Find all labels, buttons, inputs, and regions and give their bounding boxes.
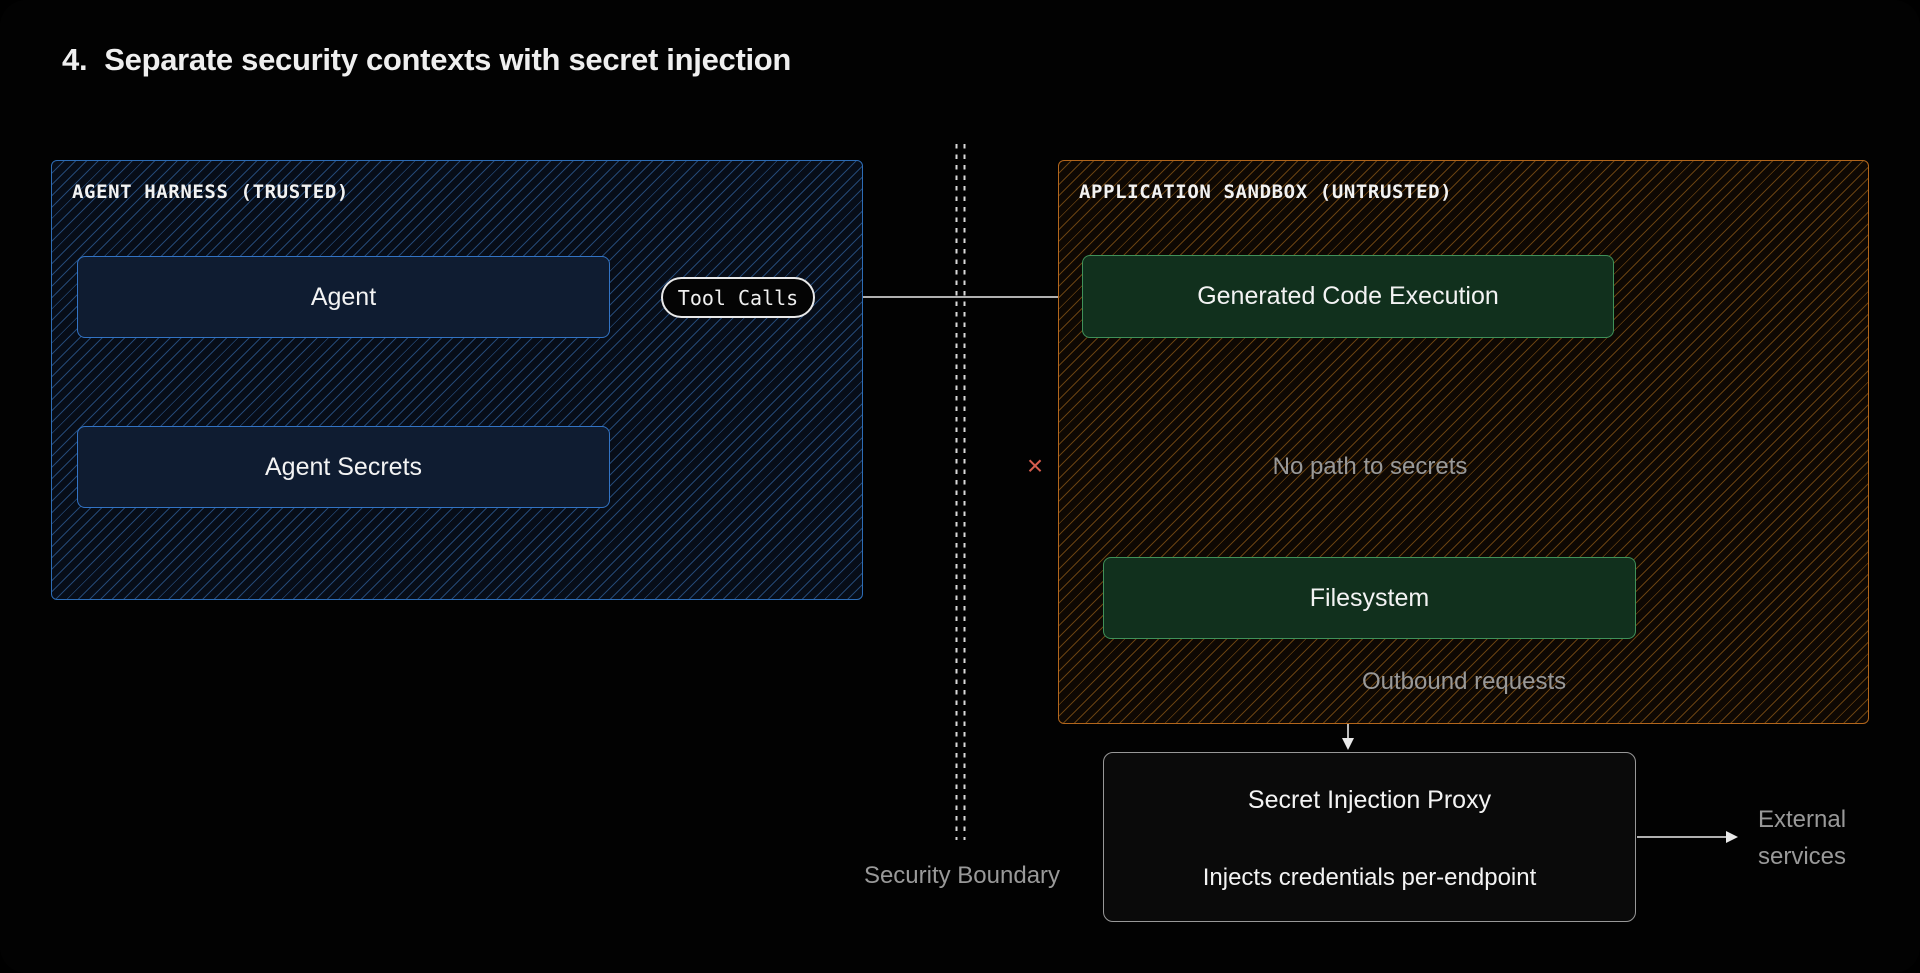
secret-injection-proxy-node: Secret Injection Proxy Injects credentia…	[1103, 752, 1636, 922]
generated-code-execution-node: Generated Code Execution	[1082, 255, 1614, 338]
secret-injection-proxy-title: Secret Injection Proxy	[1247, 786, 1492, 814]
application-sandbox-panel: APPLICATION SANDBOX (UNTRUSTED)	[1058, 160, 1869, 724]
tool-calls-pill: Tool Calls	[661, 277, 815, 318]
page-title: 4. Separate security contexts with secret…	[62, 42, 791, 78]
agent-secrets-node-label: Agent Secrets	[264, 452, 423, 481]
filesystem-node: Filesystem	[1103, 557, 1636, 639]
outbound-requests-label: Outbound requests	[1362, 668, 1567, 695]
blocked-x-icon: ×	[1026, 450, 1044, 481]
no-path-to-secrets-label: No path to secrets	[1272, 453, 1468, 480]
agent-node-label: Agent	[310, 282, 377, 311]
page-title-number: 4.	[62, 42, 88, 77]
application-sandbox-label: APPLICATION SANDBOX (UNTRUSTED)	[1079, 181, 1453, 203]
filesystem-node-label: Filesystem	[1309, 583, 1430, 612]
security-boundary-line	[955, 144, 966, 840]
page-title-text: Separate security contexts with secret i…	[104, 42, 792, 77]
tool-calls-pill-label: Tool Calls	[677, 285, 799, 310]
proxy-to-external-arrow	[1637, 831, 1738, 843]
agent-harness-panel: AGENT HARNESS (TRUSTED)	[51, 160, 863, 600]
agent-secrets-node: Agent Secrets	[77, 426, 610, 508]
secret-injection-proxy-subtitle: Injects credentials per-endpoint	[1202, 864, 1537, 891]
agent-harness-label: AGENT HARNESS (TRUSTED)	[72, 181, 349, 203]
security-boundary-label: Security Boundary	[863, 862, 1061, 889]
external-services-label: External services	[1758, 806, 1847, 871]
generated-code-execution-label: Generated Code Execution	[1197, 282, 1499, 310]
agent-node: Agent	[77, 256, 610, 338]
